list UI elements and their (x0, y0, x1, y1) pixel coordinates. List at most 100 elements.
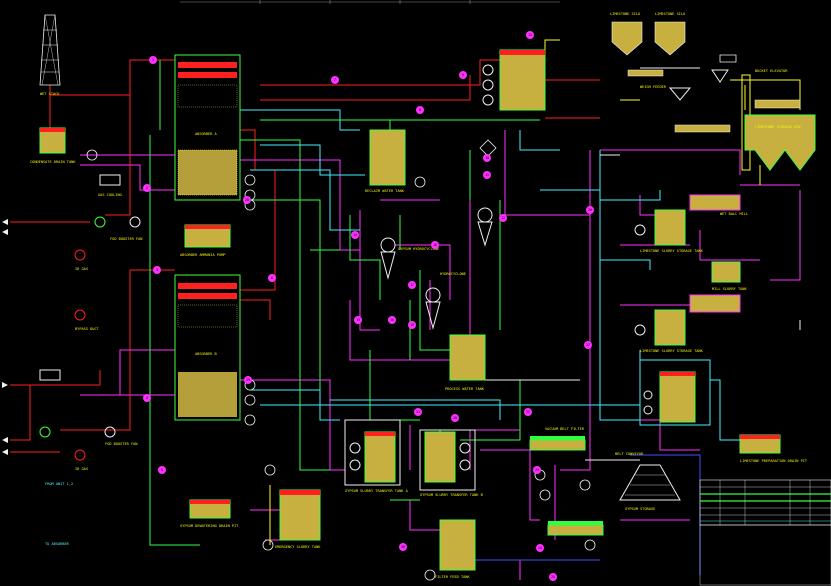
limestone-storage-bin: LIMESTONE STORAGE BIN (744, 114, 816, 171)
duct-b: BYPASS DUCT (74, 309, 100, 331)
magenta-pipes (80, 130, 801, 580)
gypsum-tank-b-label: GYPSUM SLURRY TRANSFER TANK B (420, 493, 483, 497)
top-ruler (180, 0, 560, 4)
lime-hopper-2-label: LIMESTONE SILO (655, 12, 685, 16)
reclaim-tank-label: RECLAIM WATER TANK (365, 189, 405, 193)
tag-bubble: 30 (399, 543, 407, 551)
belt-feeder-top (674, 99, 801, 133)
gas-inlet-a-label: ID GAS (75, 267, 88, 271)
mill-tank-label: MILL SLURRY TANK (712, 287, 747, 291)
gas-inlet-a: ID GAS (74, 249, 88, 271)
stack-label: WET STACK (40, 92, 60, 96)
fan-b: FGD BOOSTER FAN (39, 426, 137, 446)
scattered-pumps (86, 54, 737, 581)
tag-number: 17 (410, 283, 414, 287)
cyan-pipes (240, 109, 760, 441)
gypsum-tank-a: GYPSUM SLURRY TRANSFER TANK A (344, 419, 409, 493)
tag-number: 10 (485, 156, 489, 160)
condensate-tank-label: CONDENSATE DRAIN TANK (30, 160, 76, 164)
tag-number: 7 (334, 78, 336, 82)
tag-bubble: 11 (483, 171, 491, 179)
bucket-elevator-label: BUCKET ELEVATOR (755, 69, 788, 73)
tag-number: 30 (401, 545, 405, 549)
tag-number: 28 (245, 198, 249, 202)
tag-number: 22 (526, 410, 530, 414)
tag-number: 24 (538, 546, 542, 550)
slurry-tank-2-label: LIMESTONE SLURRY STORAGE TANK (640, 349, 704, 353)
ammonia-feed-label: ABSORBER AMMONIA PUMP (180, 253, 225, 257)
tag-bubble: 18 (431, 241, 439, 249)
gas-cooling-b (39, 369, 61, 381)
absorber-b: ABSORBER B (174, 274, 241, 421)
mill-slurry-tank: MILL SLURRY TANK (711, 261, 747, 291)
emergency-slurry-tank: EMERGENCY SLURRY TANK (275, 489, 321, 549)
tag-number: 19 (410, 323, 414, 327)
weigh-feeder: WEIGH FEEDER (627, 69, 729, 101)
tag-bubble: 24 (536, 544, 544, 552)
tag-number: 2 (146, 186, 148, 190)
tag-number: 27 (586, 343, 590, 347)
vacuum-belt-filter-b (547, 521, 604, 536)
piping-network (10, 39, 801, 580)
slurry-tank-1-label: LIMESTONE SLURRY STORAGE TANK (640, 249, 704, 253)
title-block (699, 479, 831, 586)
gypsum-tank-b: GYPSUM SLURRY TRANSFER TANK B (419, 429, 483, 497)
drain-pit-label: GYPSUM DEWATERING DRAIN PIT (180, 524, 239, 528)
tag-number: 23 (535, 468, 539, 472)
tag-number: 18 (433, 243, 437, 247)
tag-bubble: 29 (244, 376, 252, 384)
tag-number: 16 (390, 318, 394, 322)
tag-bubble: 7 (331, 76, 339, 84)
tag-bubble: 5 (158, 466, 166, 474)
process-water-label: PROCESS WATER TANK (445, 387, 485, 391)
ammonia-tank: ABSORBER AMMONIA PUMP (180, 224, 231, 257)
gypsum-pile-label: GYPSUM STORAGE (625, 507, 655, 511)
limestone-silo-1: LIMESTONE SILO (610, 12, 643, 56)
gas-inlet-b-label: ID GAS (75, 467, 88, 471)
gypsum-tank-a-label: GYPSUM SLURRY TRANSFER TANK A (345, 489, 409, 493)
tag-bubble: 14 (351, 231, 359, 239)
tag-bubble: 13 (526, 31, 534, 39)
hydrocyclone-c (477, 207, 493, 247)
tag-number: 8 (419, 108, 421, 112)
tag-bubble: 12 (499, 214, 507, 222)
hydrocyclone-a-label: GYPSUM HYDROCYCLONE (398, 247, 439, 251)
tag-number: 29 (246, 378, 250, 382)
tag-number: 21 (416, 410, 420, 414)
tag-number: 1 (152, 58, 154, 62)
tag-number: 3 (156, 268, 158, 272)
tag-bubble: 16 (388, 316, 396, 324)
hydrocyclone-b-label: HYDROCYCLONE (440, 272, 466, 276)
hydrocyclone-a: GYPSUM HYDROCYCLONE (380, 237, 439, 280)
gypsum-storage-pile: GYPSUM STORAGE (619, 464, 681, 511)
reclaim-water-tank: RECLAIM WATER TANK (365, 129, 406, 193)
wet-stack: WET STACK (39, 14, 61, 96)
tag-number: 20 (453, 416, 457, 420)
top-center-tank (482, 49, 546, 111)
tag-bubble: 17 (408, 281, 416, 289)
emergency-tank-label: EMERGENCY SLURRY TANK (275, 545, 321, 549)
tag-number: 5 (161, 468, 163, 472)
fan-a: FGD BOOSTER FAN (94, 216, 142, 241)
vacuum-filter-label: VACUUM BELT FILTER (545, 427, 585, 431)
blue-pipes (440, 454, 701, 575)
tag-bubble: 9 (459, 71, 467, 79)
limestone-drain-label: LIMESTONE PREPARATION DRAIN PIT (740, 459, 808, 463)
tag-number: 13 (528, 33, 532, 37)
white-pipes (370, 67, 801, 441)
weigh-feeder-label: WEIGH FEEDER (640, 85, 667, 89)
filter-feed-tank: FILTER FEED TANK (435, 519, 476, 579)
limestone-feed-tank (639, 359, 711, 426)
tag-number: 6 (271, 276, 273, 280)
tag-bubble: 2 (143, 184, 151, 192)
gypsum-drain-pit: GYPSUM DEWATERING DRAIN PIT (180, 499, 239, 528)
condensate-tank: CONDENSATE DRAIN TANK (30, 127, 76, 164)
duct-b-label: BYPASS DUCT (75, 327, 100, 331)
tag-bubble: 25 (549, 573, 557, 581)
tag-number: 12 (501, 216, 505, 220)
tag-bubble: 21 (414, 408, 422, 416)
boundary-arrows (2, 219, 8, 455)
filter-feed-label: FILTER FEED TANK (435, 575, 470, 579)
tag-number: 25 (551, 575, 555, 579)
